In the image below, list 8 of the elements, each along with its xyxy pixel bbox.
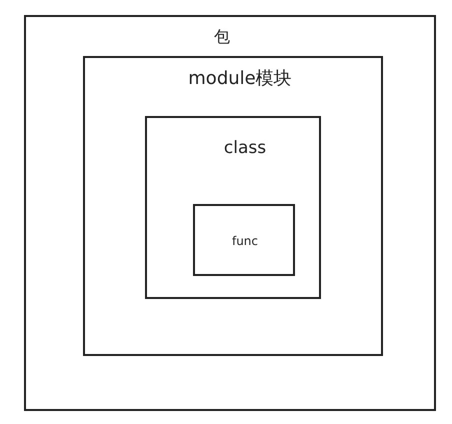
- container-box: [193, 204, 295, 276]
- box-label: class: [224, 140, 266, 157]
- container-box: [145, 116, 321, 299]
- container-box: [24, 15, 436, 411]
- box-label: module模块: [188, 70, 292, 88]
- box-label: 包: [214, 29, 230, 45]
- box-label: func: [232, 235, 258, 247]
- container-box: [83, 56, 383, 356]
